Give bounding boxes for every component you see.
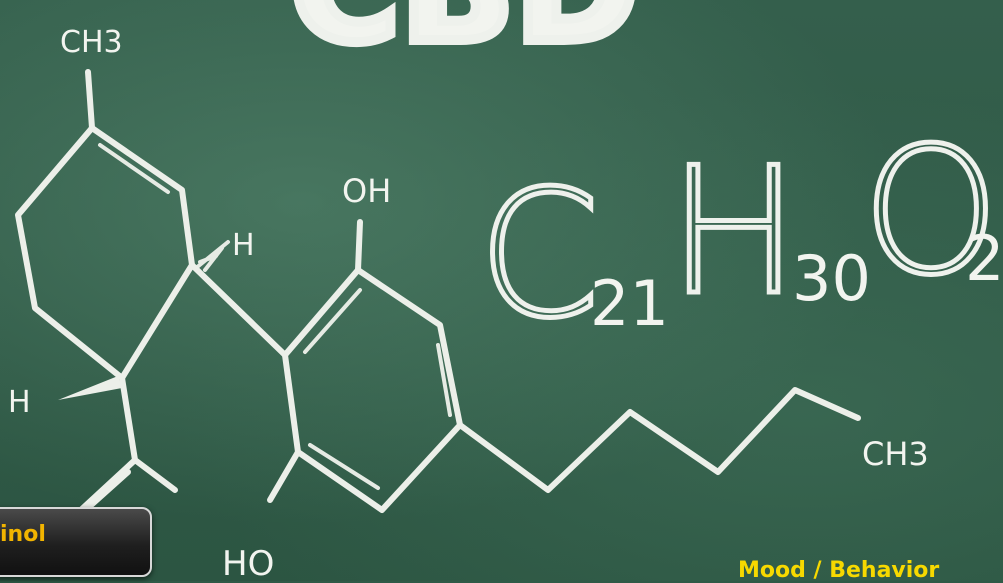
formula-hydrogen-subscript: 30 (792, 242, 871, 315)
caption-mood-behavior: Mood / Behavior (738, 558, 940, 583)
isopropenyl (67, 375, 178, 523)
bond-oh-top (355, 219, 363, 273)
formula-oxygen: O (862, 111, 1000, 314)
label-tail-methyl: CH3 (862, 435, 929, 473)
bond-methyl (85, 69, 95, 131)
label-top-methyl: CH3 (60, 25, 123, 60)
hash-wedge-right (194, 240, 230, 272)
ring-aromatic-inner-bonds (303, 288, 452, 490)
bond-oh-bottom (267, 449, 301, 503)
molecular-formula: C 21 H 30 O 2 (476, 109, 1003, 360)
formula-hydrogen: H (668, 131, 800, 334)
ring-left (15, 125, 195, 381)
bond-ring-connect (189, 262, 288, 358)
wedge-left (58, 376, 122, 400)
label-hydroxyl-bottom: HO (222, 544, 274, 581)
ring-left-double-bond (98, 143, 170, 194)
label-hydrogen-right: H (232, 228, 255, 263)
label-top-methyl-text: CH3 (60, 25, 123, 60)
pentyl-chain (457, 387, 861, 493)
formula-carbon: C (478, 154, 600, 357)
label-hydrogen-left: H (8, 385, 31, 420)
title-partial: CBD (290, 0, 639, 76)
label-hydroxyl-top: OH (342, 172, 391, 210)
caption-label-text: inol (0, 522, 46, 547)
caption-label-box (0, 507, 152, 577)
ring-aromatic (282, 267, 463, 513)
formula-carbon-subscript: 21 (590, 267, 669, 340)
formula-oxygen-subscript: 2 (965, 222, 1003, 295)
